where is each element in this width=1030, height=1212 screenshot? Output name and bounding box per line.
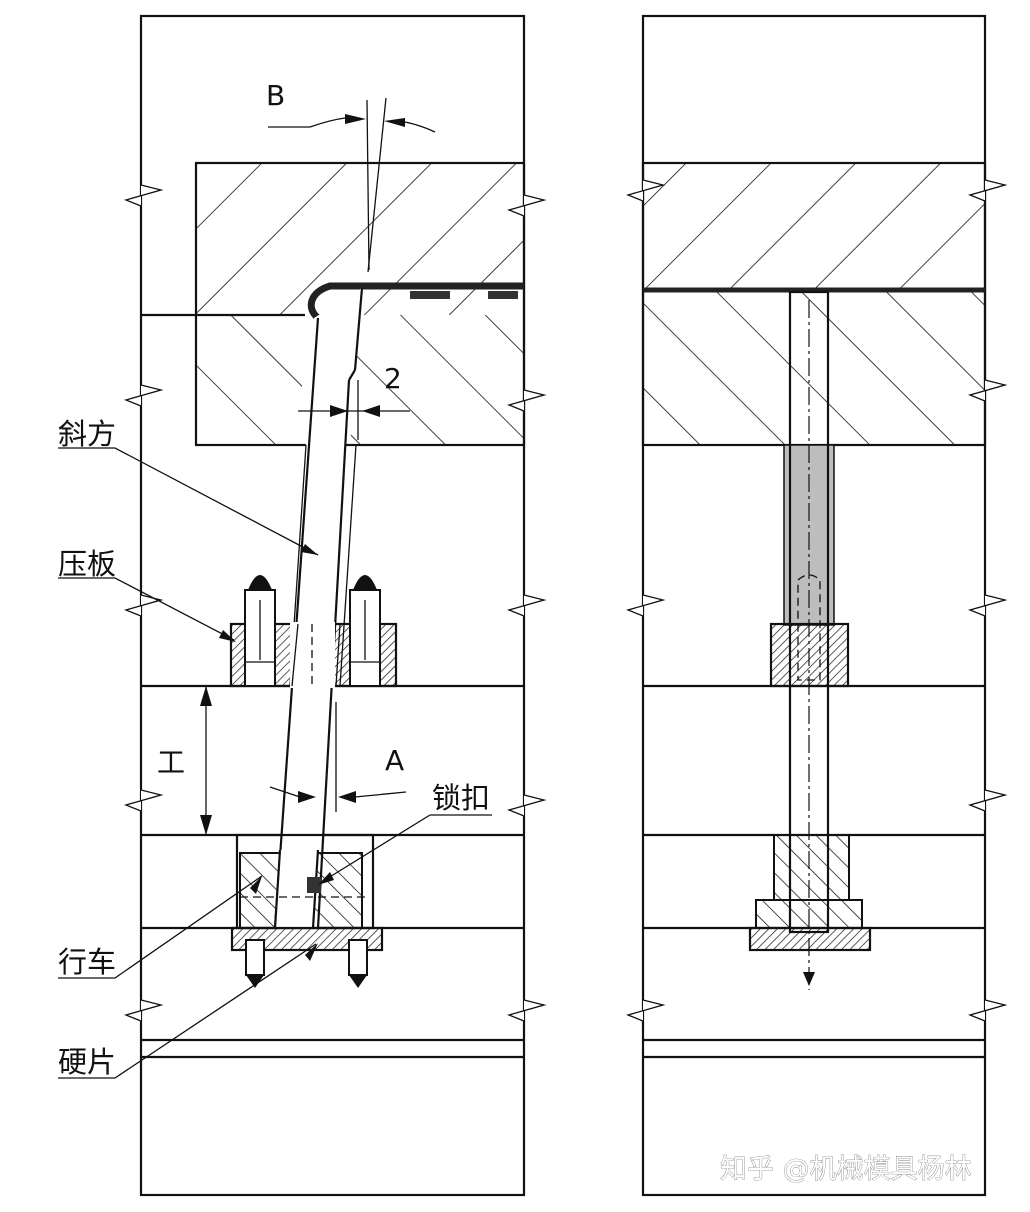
right-section-view [625,14,1008,1197]
stroke-dimension: 工 [157,686,212,835]
label-work: 工 [157,746,185,779]
core-insert [196,315,524,445]
insert-outline [194,161,526,447]
hidden-screw-right [797,574,821,681]
slider-right [773,834,850,901]
label-wear-plate: 硬片 [58,1045,116,1079]
angle-b-dimension: B [266,79,436,273]
label-retainer-plate: 压板 [58,547,116,581]
label-slider: 行车 [58,945,116,979]
product-part [307,282,524,321]
clearance-dimension: 2 [298,362,410,440]
lock-block [307,877,321,893]
watermark: 知乎 @机械模具杨林 [720,1154,972,1185]
core-insert-right [643,292,985,445]
wear-plate [230,926,384,988]
wear-plate-right [748,926,872,952]
label-lock: 锁扣 [432,781,490,815]
cavity-insert-right [643,163,985,288]
angle-a-dimension: A [269,702,407,812]
label-angle-pin: 斜方 [58,417,116,451]
break-lines [123,184,547,1022]
retainer-plate [229,575,398,688]
label-2: 2 [384,362,402,395]
left-section-view: B 2 工 [58,14,547,1197]
break-lines-right [625,179,1008,1022]
leaders [58,447,492,1079]
label-b: B [266,79,285,112]
label-a: A [385,744,404,777]
